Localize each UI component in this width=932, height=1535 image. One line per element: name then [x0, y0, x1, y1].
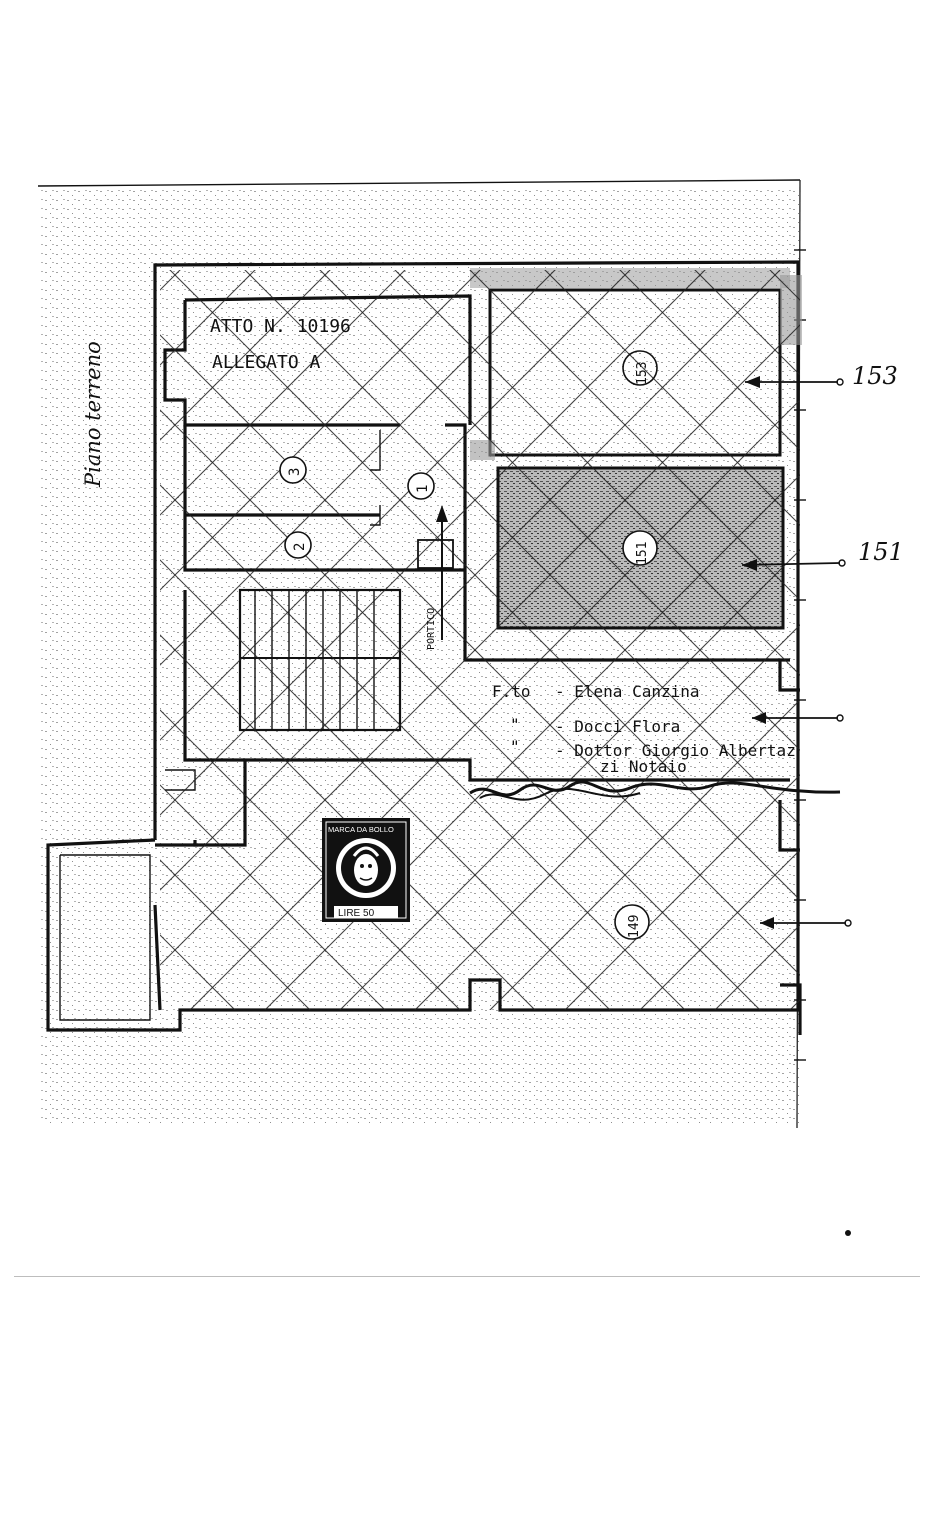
hatch-line	[544, 270, 800, 526]
ref-arrow-149	[760, 917, 852, 929]
sig-line2-prefix: "	[510, 715, 520, 734]
sig-line3-name: - Dottor Giorgio Albertaz	[555, 741, 796, 760]
sig-line4: zi Notaio	[600, 757, 687, 776]
hatch-line	[639, 849, 800, 1010]
ref-arrow-mid	[752, 712, 844, 724]
floor-label: Piano terreno	[81, 341, 105, 488]
hatch-line	[850, 200, 932, 1100]
sig-line3-prefix: "	[510, 737, 520, 756]
hatch-line	[619, 270, 800, 451]
hatch-line	[694, 270, 800, 376]
room-number-149: 149	[627, 915, 642, 938]
allegato-label: ALLEGATO A	[212, 352, 321, 373]
room-circle-153	[622, 350, 658, 386]
room-circle-151	[622, 530, 658, 566]
scan-noise	[40, 190, 800, 1125]
outer-walls	[46, 260, 800, 1032]
hatch-line	[925, 200, 932, 1100]
hatch-line	[564, 774, 800, 1010]
hatch-line	[469, 270, 800, 601]
room-153	[470, 268, 802, 460]
hatch-line	[394, 270, 800, 676]
hatch-line	[925, 200, 932, 1100]
sig-line2-name: - Docci Flora	[555, 717, 680, 736]
margin-ref-153: 153	[852, 362, 898, 390]
hatch-line	[714, 924, 800, 1010]
room-number-2: 2	[292, 543, 308, 551]
room-circle-3	[279, 456, 307, 484]
room-circle-2	[284, 531, 312, 559]
hatch-line	[244, 270, 800, 826]
room-circle-149	[614, 904, 650, 940]
top-border-line	[37, 179, 801, 187]
room-number-1: 1	[415, 485, 431, 493]
hatch-line	[489, 699, 800, 1010]
interior-walls	[153, 294, 802, 1035]
ref-arrow-151	[741, 559, 846, 571]
atto-label: ATTO N. 10196	[210, 316, 351, 337]
margin-ref-151: 151	[858, 538, 904, 566]
notary-scribble	[469, 780, 841, 801]
ref-arrow-153	[745, 376, 844, 388]
room-number-153: 153	[635, 362, 650, 385]
portico-label: PORTICO	[426, 608, 437, 650]
stamp-bottom-text: LIRE 50	[338, 908, 375, 919]
hatch-line	[319, 270, 800, 751]
room-number-3: 3	[287, 468, 303, 476]
sig-line1-name: - Elena Canzina	[555, 682, 700, 701]
hatch-line	[169, 270, 800, 901]
revenue-stamp	[322, 818, 410, 922]
hatch-line	[850, 200, 932, 1100]
room-circle-1	[407, 472, 435, 500]
stray-dot	[845, 1230, 851, 1236]
hatch-pattern	[160, 200, 932, 1100]
room-number-151: 151	[635, 542, 650, 565]
stamp-top-text: MARCA DA BOLLO	[328, 825, 394, 834]
sig-line1-prefix: F.to	[492, 682, 531, 701]
